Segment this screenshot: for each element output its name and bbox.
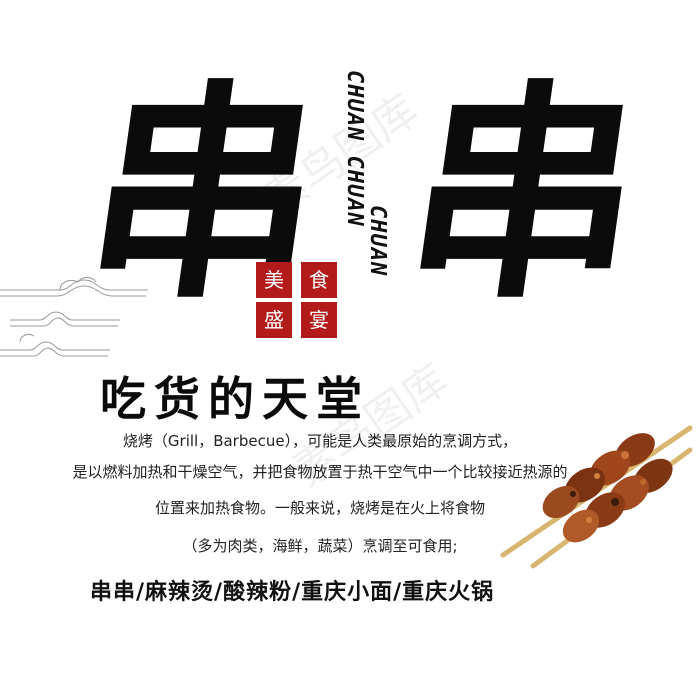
- description-line: 烧烤（Grill，Barbecue），可能是人类最原始的烹调方式，: [122, 432, 518, 450]
- skewer-icon: [500, 425, 693, 569]
- food-list: 串串/麻辣烫/酸辣粉/重庆小面/重庆火锅: [90, 580, 495, 605]
- vertical-title-1: CHUAN CHUAN: [342, 70, 367, 227]
- page-headline: 吃货的天堂: [100, 372, 370, 426]
- description-line: 是以燃料加热和干燥空气，并把食物放置于热干空气中一个比较接近热源的: [72, 463, 568, 481]
- vertical-title-2: CHUAN: [365, 205, 390, 277]
- seal-char: 宴: [301, 302, 337, 338]
- calligraphy-char-right: 串: [391, 60, 659, 330]
- seal-char: 食: [301, 262, 337, 298]
- description-line: （多为肉类，海鲜，蔬菜）烹调至可食用;: [182, 537, 458, 555]
- seal-char: 盛: [256, 302, 292, 338]
- cloud-decoration-icon: [0, 277, 148, 357]
- seal-char: 美: [256, 262, 292, 298]
- description-line: 位置来加热食物。一般来说，烧烤是在火上将食物: [154, 499, 485, 517]
